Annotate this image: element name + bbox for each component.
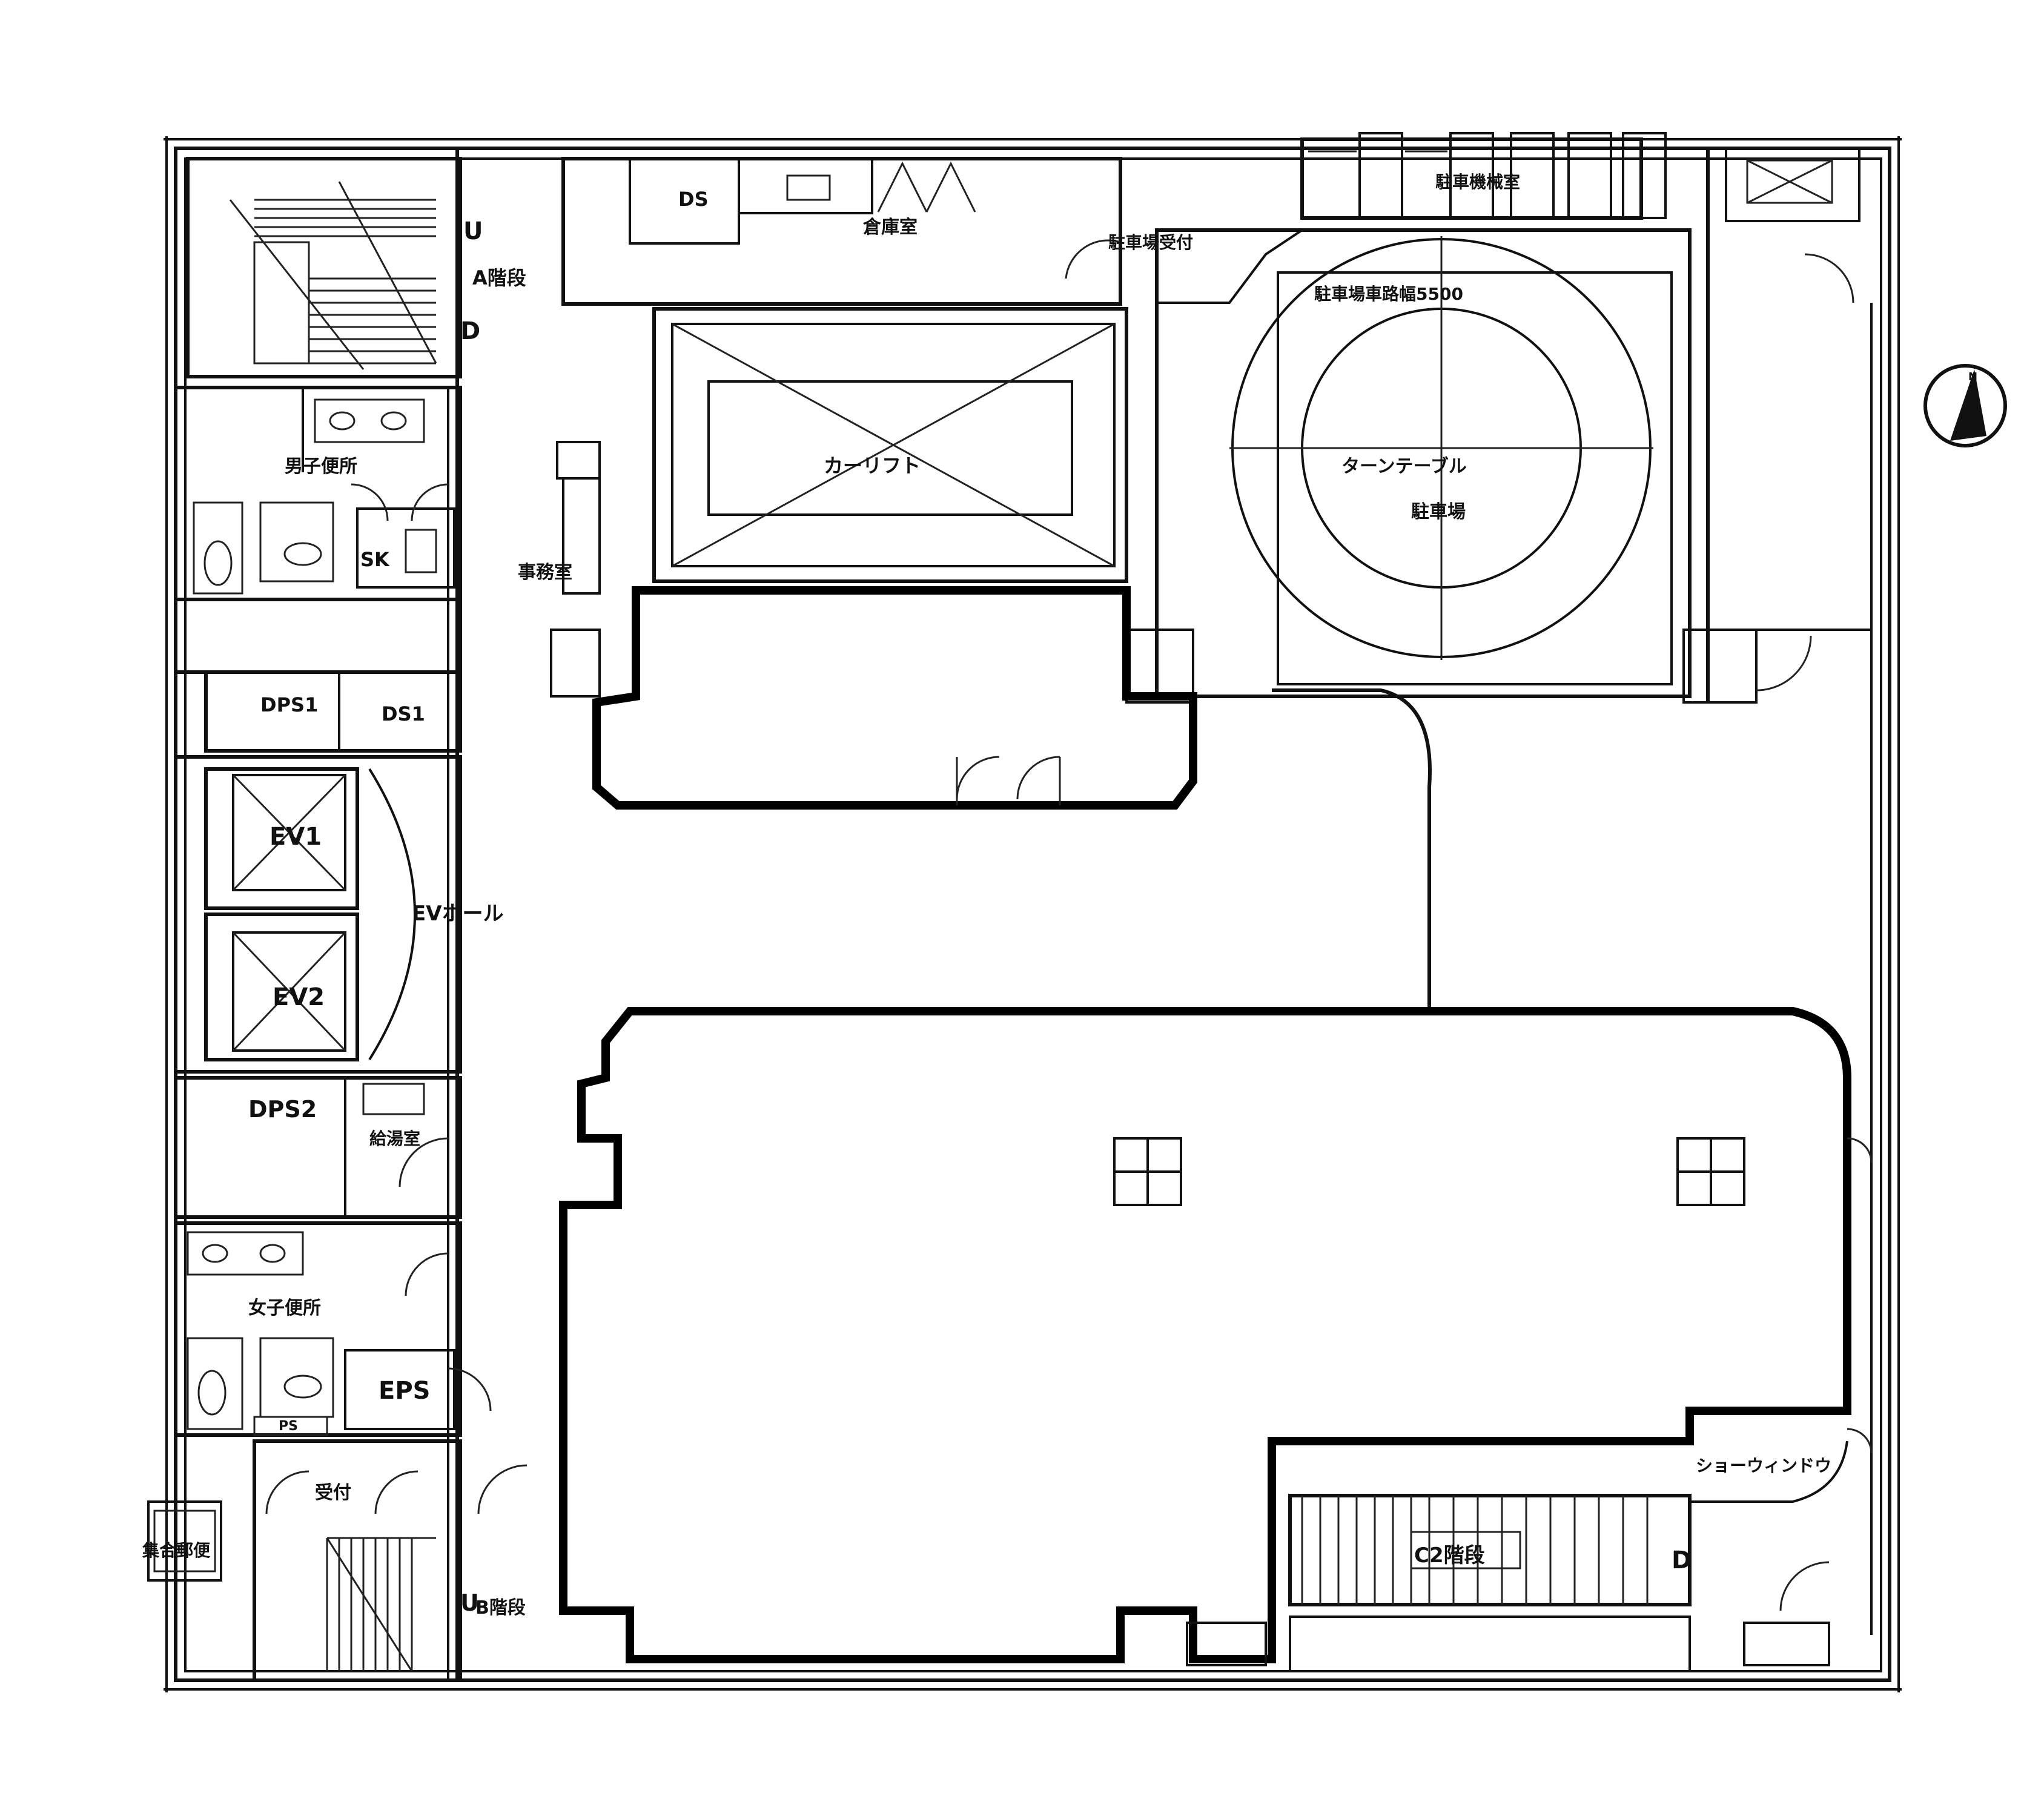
toilet-female-label: 女子便所	[248, 1298, 321, 1319]
stair-a-treads	[229, 181, 437, 370]
parking-machinery	[1308, 132, 1667, 219]
stair-c	[1186, 1441, 1848, 1672]
eps-label: EPS	[379, 1377, 430, 1405]
ds-top-label: DS	[678, 188, 709, 211]
parking-reception-label: 駐車場受付	[1108, 233, 1193, 252]
room-labels: U A階段 D DS 倉庫室 駐車場受付 駐車機械室 駐車場車路幅5500 カー…	[142, 172, 1831, 1619]
stair-b-treads	[326, 1537, 436, 1672]
show-window-label: ショーウィンドウ	[1696, 1456, 1831, 1476]
ev1-label: EV1	[270, 823, 322, 851]
top-center	[550, 157, 1128, 698]
stair-c-down-mark: D	[1672, 1546, 1692, 1574]
tenant-lower	[559, 1007, 1873, 1663]
lobby-b-label: 受付	[315, 1482, 351, 1503]
turntable-circle	[1229, 236, 1653, 660]
turntable-spec-label: 駐車場車路幅5500	[1314, 284, 1463, 304]
top-right	[1125, 132, 1873, 1635]
ev2-label: EV2	[273, 983, 325, 1011]
turntable-label: ターンテーブル	[1341, 456, 1467, 477]
dps2-label: DPS2	[248, 1096, 317, 1123]
ds1-label: DS1	[382, 702, 425, 725]
left-core	[147, 148, 528, 1682]
toilet-male-label: 男子便所	[285, 456, 357, 477]
stair-b-up-mark: U	[460, 1589, 479, 1616]
stair-a-up-mark: U	[463, 217, 483, 245]
mailbox-label: 集合郵便	[142, 1540, 211, 1560]
sk-label: SK	[360, 548, 390, 571]
storage-top-label: 倉庫室	[862, 217, 918, 238]
ev-hall-label: EVホール	[412, 902, 504, 926]
tenant-upper	[592, 586, 1197, 810]
column-marker-1	[1113, 1137, 1182, 1206]
north-arrow-icon: N	[1923, 364, 2007, 447]
turntable-sub-label: 駐車場	[1411, 501, 1466, 523]
kitchenette-label: 給湯室	[369, 1129, 420, 1149]
column-marker-2	[1676, 1137, 1745, 1206]
stair-a-down-mark: D	[460, 317, 480, 345]
elevator-1	[232, 774, 346, 891]
office-left-label: 事務室	[518, 562, 572, 583]
ps-label: PS	[279, 1419, 298, 1434]
car-lift-label: カーリフト	[824, 454, 921, 477]
north-label: N	[1968, 371, 1977, 383]
dps1-label: DPS1	[260, 693, 318, 716]
stair-a-label: A階段	[472, 266, 526, 289]
parking-equipment-label: 駐車機械室	[1435, 172, 1520, 192]
stair-b-label: B階段	[475, 1597, 526, 1619]
stair-c-label: C2階段	[1414, 1543, 1485, 1568]
elevator-2	[232, 931, 346, 1052]
